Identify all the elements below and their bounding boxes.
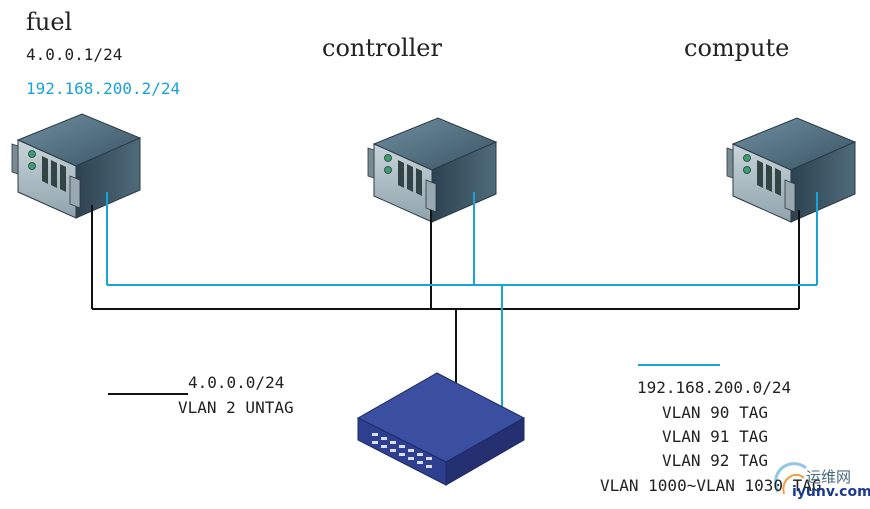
- server-icon-compute: [726, 117, 856, 223]
- legend-black-net: 4.0.0.0/24: [188, 373, 285, 392]
- watermark-logo-icon: [774, 462, 807, 495]
- tagged-network-lines: [106, 192, 818, 410]
- legend-blue-vlan-2: VLAN 91 TAG: [662, 427, 768, 446]
- watermark-en: iyunv.com: [792, 484, 870, 500]
- fuel-label: fuel: [26, 8, 73, 36]
- legend-blue-vlan-4: VLAN 1000~VLAN 1030 TAG: [600, 476, 822, 495]
- server-icon-fuel: [11, 113, 141, 219]
- legend-blue-net: 192.168.200.0/24: [637, 378, 792, 397]
- fuel-public-ip: 192.168.200.2/24: [26, 79, 181, 98]
- compute-label: compute: [684, 34, 790, 62]
- switch-icon: [356, 372, 526, 486]
- controller-label: controller: [322, 34, 442, 62]
- legend-blue-vlan-1: VLAN 90 TAG: [662, 403, 768, 422]
- watermark-cn: 运维网: [806, 468, 852, 486]
- admin-network-lines: [91, 205, 800, 385]
- legend-black-vlan: VLAN 2 UNTAG: [178, 398, 294, 417]
- fuel-admin-ip: 4.0.0.1/24: [26, 45, 123, 64]
- legend-blue-vlan-3: VLAN 92 TAG: [662, 451, 768, 470]
- server-icon-controller: [367, 117, 497, 223]
